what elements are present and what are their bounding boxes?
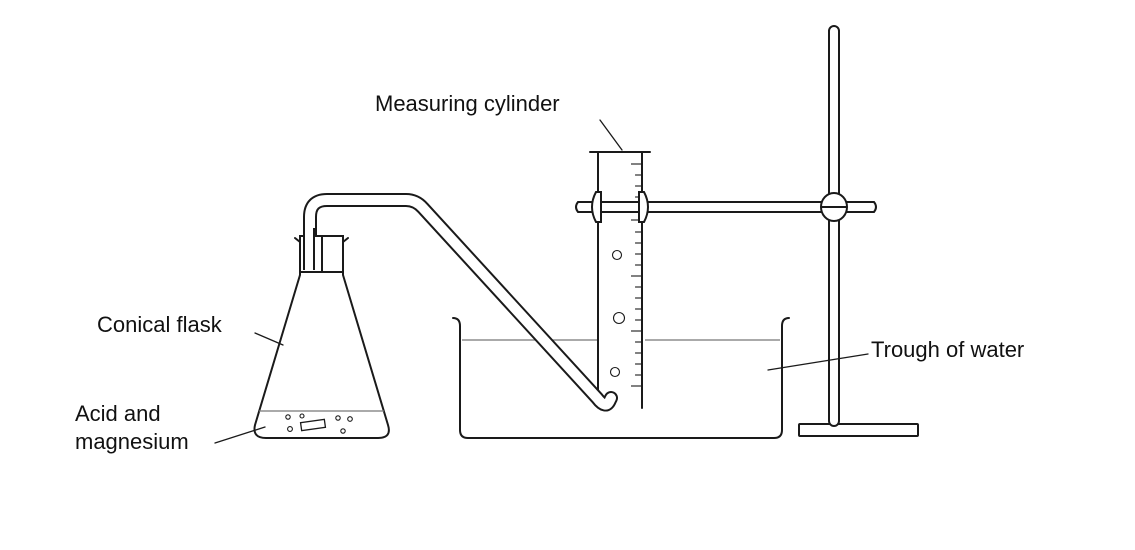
cylinder-graduations	[631, 163, 642, 387]
flask-outline	[253, 237, 390, 439]
clamp-jaw-right	[638, 191, 649, 223]
leader-conical-flask	[254, 332, 284, 346]
magnesium-strip	[299, 418, 327, 432]
label-conical-flask: Conical flask	[97, 312, 223, 337]
trough	[452, 317, 790, 439]
magnesium-and-bubbles	[285, 413, 353, 434]
label-trough-of-water: Trough of water	[871, 337, 1024, 362]
label-measuring-cylinder: Measuring cylinder	[375, 91, 560, 116]
leader-measuring-cylinder	[599, 119, 623, 151]
cylinder-gas-bubbles	[609, 249, 626, 378]
conical-flask	[253, 228, 390, 439]
leader-acid-magnesium	[214, 426, 266, 444]
label-magnesium: magnesium	[75, 429, 189, 454]
trough-outline	[452, 317, 790, 439]
delivery-tube	[303, 193, 618, 412]
clamp	[575, 191, 877, 223]
stand-base	[798, 423, 919, 437]
stand-rod	[828, 25, 840, 427]
clamp-arm	[575, 201, 877, 213]
leader-lines	[214, 119, 869, 444]
stopper-right	[321, 235, 344, 273]
retort-stand	[798, 25, 919, 437]
measuring-cylinder	[589, 151, 651, 409]
clamp-jaw-left	[591, 191, 602, 223]
leader-trough	[767, 353, 869, 371]
label-acid-and: Acid and	[75, 401, 161, 426]
